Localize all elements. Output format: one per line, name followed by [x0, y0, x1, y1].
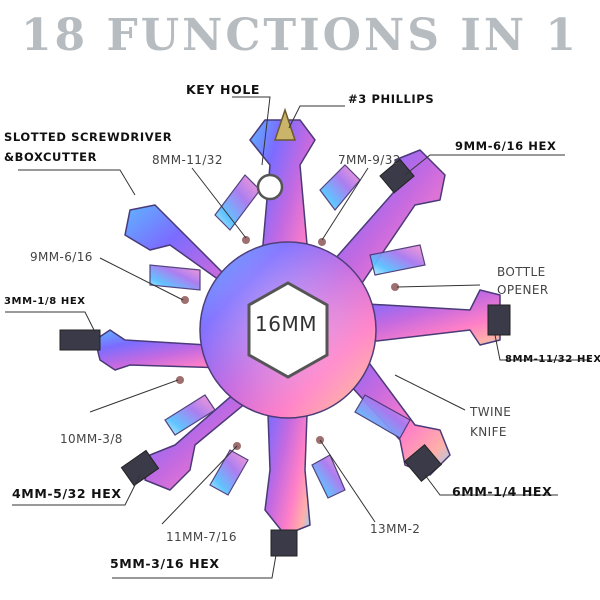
label-key-hole: KEY HOLE: [186, 82, 261, 97]
label-9mm-6-16: 9MM-6/16: [30, 250, 93, 264]
leader-lines: [5, 96, 590, 579]
label-opener: OPENER: [497, 283, 549, 297]
label-6mm-1-4-hex: 6MM-1/4 HEX: [452, 484, 553, 499]
page-title: 18 FUNCTIONS IN 1: [20, 10, 580, 61]
label-4mm-5-32-hex: 4MM-5/32 HEX: [12, 486, 122, 501]
snowflake-body: [59, 107, 511, 557]
label-10mm-3-8: 10MM-3/8: [60, 432, 123, 446]
label-8mm-11-32-hex: 8MM-11/32 HEX: [505, 354, 600, 365]
label-knife: KNIFE: [470, 425, 507, 439]
label-bottle: BOTTLE: [497, 265, 546, 279]
label-7mm-9-32: 7MM-9/32: [338, 153, 401, 167]
label-8mm-11-32-top: 8MM-11/32: [152, 153, 223, 167]
label-twine: TWINE: [470, 405, 512, 419]
center-hex-label: 16MM: [255, 312, 317, 336]
label-boxcutter: &BOXCUTTER: [4, 150, 98, 164]
label-5mm-3-16-hex: 5MM-3/16 HEX: [110, 556, 220, 571]
label-3mm-1-8-hex: 3MM-1/8 HEX: [4, 296, 86, 307]
label-11mm-7-16: 11MM-7/16: [166, 530, 237, 544]
label-9mm-6-16-hex: 9MM-6/16 HEX: [455, 139, 557, 153]
label-slotted-screwdriver: SLOTTED SCREWDRIVER: [4, 130, 173, 144]
label-phillips: #3 PHILLIPS: [348, 92, 435, 106]
label-13mm-2: 13MM-2: [370, 522, 421, 536]
